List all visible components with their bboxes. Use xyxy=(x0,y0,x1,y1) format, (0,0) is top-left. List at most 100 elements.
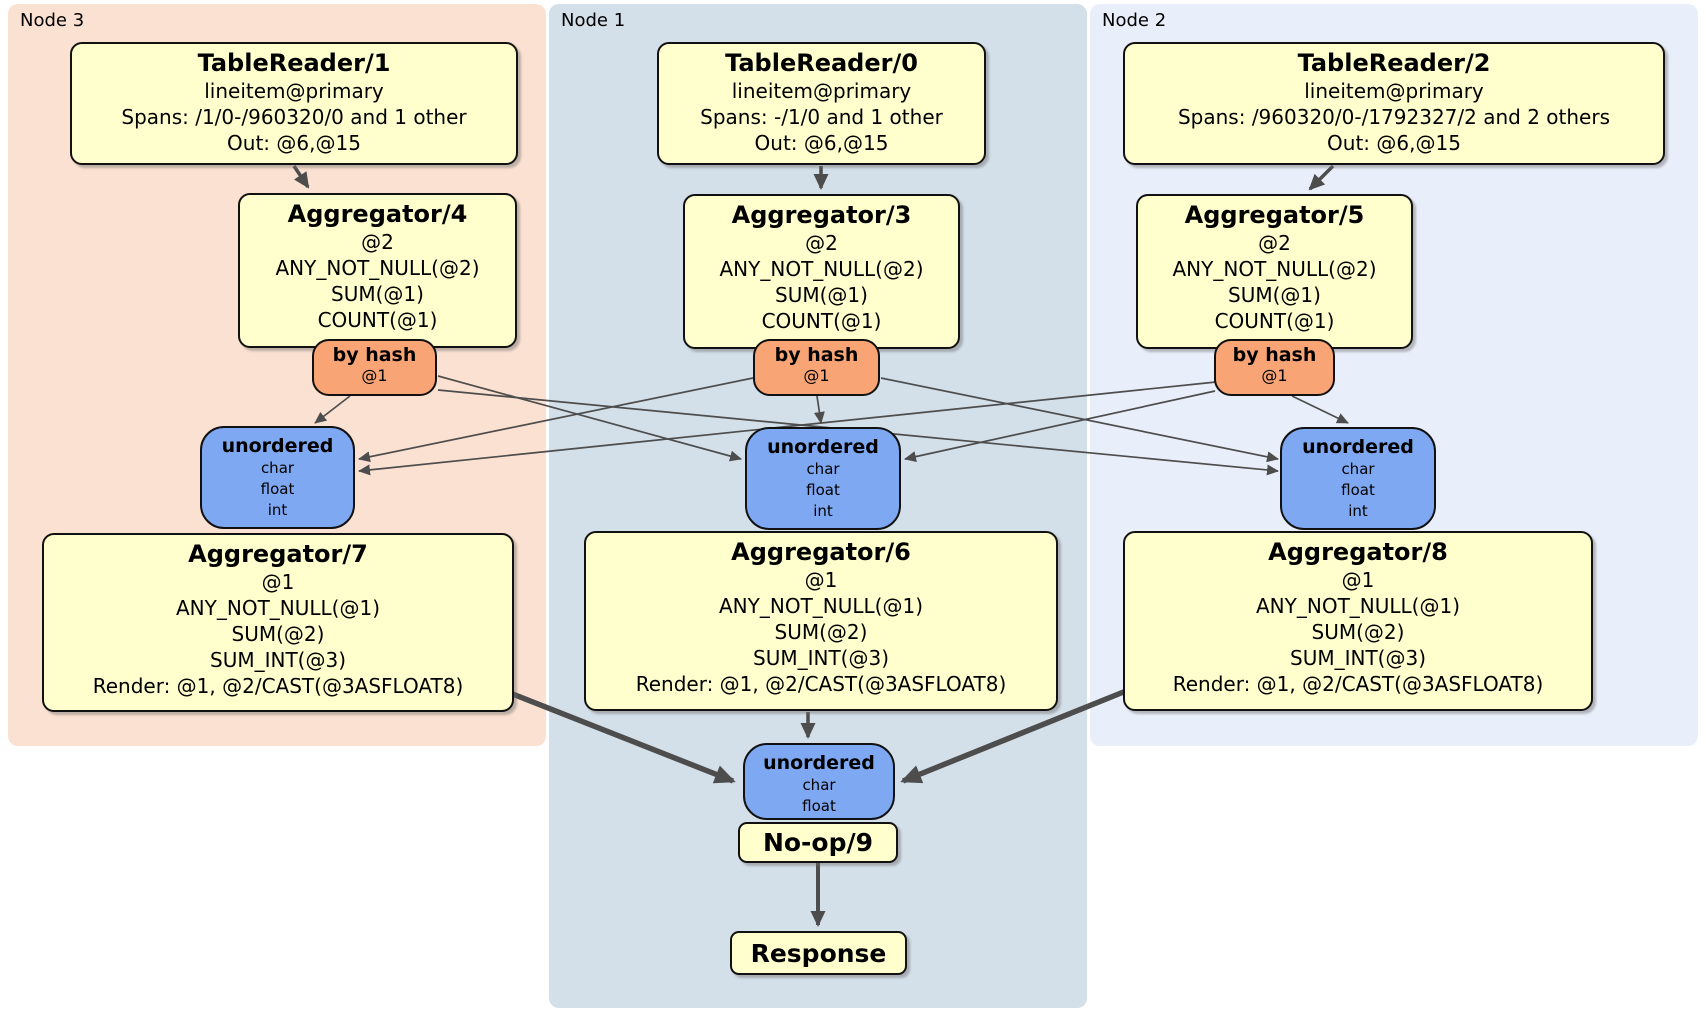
sync-unordered-final: unordered char float xyxy=(743,743,895,820)
sync-title: unordered xyxy=(221,435,334,457)
sync-column: float xyxy=(260,480,295,498)
processor-title: Aggregator/8 xyxy=(1268,538,1448,566)
processor-detail: SUM(@2) xyxy=(1311,620,1405,644)
processor-aggregator-4: Aggregator/4 @2 ANY_NOT_NULL(@2) SUM(@1)… xyxy=(238,193,517,348)
processor-detail: Out: @6,@15 xyxy=(227,131,361,155)
processor-detail: @1 xyxy=(1341,568,1375,592)
router-by-hash-node3: by hash @1 xyxy=(312,339,437,396)
router-title: by hash xyxy=(774,344,859,366)
sync-title: unordered xyxy=(1302,436,1414,458)
processor-detail: SUM(@1) xyxy=(1228,283,1321,307)
processor-detail: @2 xyxy=(1258,231,1291,255)
arrow-agg7-final-sync xyxy=(503,688,736,784)
processor-detail: lineitem@primary xyxy=(204,79,384,103)
sync-column: int xyxy=(1348,502,1368,520)
sync-column: float xyxy=(802,797,836,815)
processor-detail: SUM_INT(@3) xyxy=(753,646,889,670)
sync-title: unordered xyxy=(767,436,879,458)
sync-title: unordered xyxy=(763,752,875,774)
processor-noop-9: No-op/9 xyxy=(738,822,898,863)
router-detail: @1 xyxy=(1261,366,1288,385)
processor-detail: lineitem@primary xyxy=(731,79,912,103)
node3-label: Node 3 xyxy=(20,10,85,31)
processor-tablereader-2: TableReader/2 lineitem@primary Spans: /9… xyxy=(1123,42,1665,165)
edge-router-node3-sync-node3 xyxy=(314,395,351,424)
processor-detail: SUM_INT(@3) xyxy=(1290,646,1426,670)
router-title: by hash xyxy=(1232,344,1317,366)
response-node: Response xyxy=(730,931,907,975)
processor-detail: @2 xyxy=(361,230,394,254)
processor-aggregator-5: Aggregator/5 @2 ANY_NOT_NULL(@2) SUM(@1)… xyxy=(1136,194,1413,349)
processor-detail: COUNT(@1) xyxy=(317,308,438,332)
processor-detail: SUM(@2) xyxy=(774,620,868,644)
router-detail: @1 xyxy=(803,366,830,385)
sync-unordered-node2: unordered char float int xyxy=(1280,427,1436,530)
edge-router-node3-sync-node1 xyxy=(437,375,742,462)
processor-detail: lineitem@primary xyxy=(1304,79,1484,103)
edge-tr1-agg4 xyxy=(292,165,310,189)
processor-title: No-op/9 xyxy=(762,828,874,857)
edge-router-node1-sync-node3 xyxy=(358,377,754,463)
processor-title: Aggregator/3 xyxy=(731,201,912,229)
processor-detail: @1 xyxy=(261,570,295,594)
processor-aggregator-6: Aggregator/6 @1 ANY_NOT_NULL(@1) SUM(@2)… xyxy=(584,531,1058,711)
processor-title: TableReader/0 xyxy=(725,49,918,77)
processor-detail: @1 xyxy=(804,568,838,592)
processor-title: Response xyxy=(750,938,887,968)
edge-router-node2-sync-node1 xyxy=(904,390,1216,463)
node2-label: Node 2 xyxy=(1102,10,1167,31)
processor-title: TableReader/1 xyxy=(197,49,391,77)
processor-detail: SUM(@2) xyxy=(231,622,325,646)
router-title: by hash xyxy=(332,344,417,366)
processor-detail: ANY_NOT_NULL(@1) xyxy=(176,596,380,620)
router-by-hash-node2: by hash @1 xyxy=(1214,339,1335,396)
processor-detail: SUM(@1) xyxy=(331,282,424,306)
sync-column: char xyxy=(802,776,836,794)
sync-column: int xyxy=(267,501,288,519)
processor-title: Aggregator/6 xyxy=(731,538,911,566)
processor-detail: SUM_INT(@3) xyxy=(210,648,346,672)
processor-detail: Render: @1, @2/CAST(@3ASFLOAT8) xyxy=(92,674,464,698)
processor-title: Aggregator/4 xyxy=(287,200,468,228)
sync-column: float xyxy=(806,481,840,499)
processor-detail: Spans: -/1/0 and 1 other xyxy=(700,105,943,129)
processor-detail: Spans: /1/0-/960320/0 and 1 other xyxy=(121,105,467,129)
processor-aggregator-3: Aggregator/3 @2 ANY_NOT_NULL(@2) SUM(@1)… xyxy=(683,194,960,349)
router-by-hash-node1: by hash @1 xyxy=(753,339,880,396)
processor-detail: ANY_NOT_NULL(@2) xyxy=(1172,257,1377,281)
sync-unordered-node3: unordered char float int xyxy=(200,426,355,529)
sync-column: char xyxy=(1341,460,1375,478)
sync-column: int xyxy=(813,502,833,520)
edge-tr2-agg5 xyxy=(1308,164,1335,191)
sync-column: char xyxy=(260,459,295,477)
processor-title: Aggregator/7 xyxy=(188,540,368,568)
processor-detail: ANY_NOT_NULL(@1) xyxy=(1256,594,1460,618)
processor-aggregator-8: Aggregator/8 @1 ANY_NOT_NULL(@1) SUM(@2)… xyxy=(1123,531,1593,711)
processor-detail: COUNT(@1) xyxy=(1214,309,1335,333)
edge-router-node1-sync-node1 xyxy=(813,395,825,424)
processor-tablereader-0: TableReader/0 lineitem@primary Spans: -/… xyxy=(657,42,986,165)
processor-detail: Spans: /960320/0-/1792327/2 and 2 others xyxy=(1177,105,1610,129)
router-detail: @1 xyxy=(361,366,388,385)
processor-detail: SUM(@1) xyxy=(775,283,868,307)
processor-title: TableReader/2 xyxy=(1297,49,1491,77)
sync-column: char xyxy=(806,460,840,478)
processor-aggregator-7: Aggregator/7 @1 ANY_NOT_NULL(@1) SUM(@2)… xyxy=(42,533,514,712)
processor-tablereader-1: TableReader/1 lineitem@primary Spans: /1… xyxy=(70,42,518,165)
arrow-agg8-final-sync xyxy=(900,688,1128,784)
node1-label: Node 1 xyxy=(561,10,626,31)
processor-title: Aggregator/5 xyxy=(1184,201,1365,229)
processor-detail: ANY_NOT_NULL(@1) xyxy=(719,594,923,618)
processor-detail: Render: @1, @2/CAST(@3ASFLOAT8) xyxy=(1172,672,1544,696)
processor-detail: @2 xyxy=(805,231,838,255)
processor-detail: COUNT(@1) xyxy=(761,309,882,333)
processor-detail: ANY_NOT_NULL(@2) xyxy=(719,257,924,281)
edge-router-node2-sync-node2 xyxy=(1291,395,1349,424)
sync-column: float xyxy=(1341,481,1375,499)
processor-detail: Out: @6,@15 xyxy=(1327,131,1461,155)
processor-detail: ANY_NOT_NULL(@2) xyxy=(275,256,480,280)
edge-router-node2-sync-node3 xyxy=(358,381,1217,476)
processor-detail: Render: @1, @2/CAST(@3ASFLOAT8) xyxy=(635,672,1007,696)
